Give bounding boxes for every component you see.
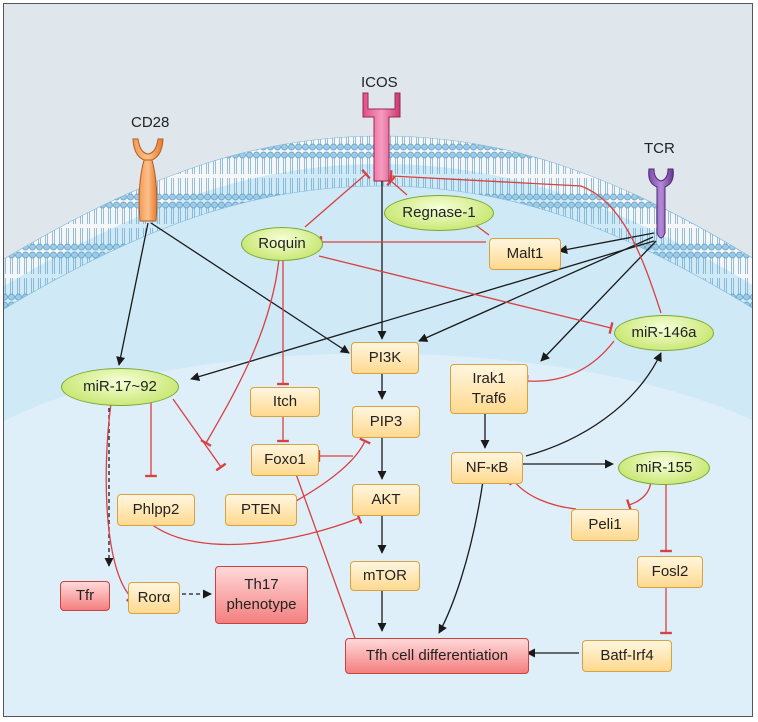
itch-node: Itch [250,387,320,417]
pip3-node: PIP3 [352,406,420,438]
th17-label: Th17 [244,575,279,593]
tfr-node: Tfr [60,581,110,611]
th17-phenotype-node: Th17 phenotype [215,566,308,624]
foxo1-node: Foxo1 [251,444,319,476]
phlpp2-node: Phlpp2 [117,494,195,526]
icos-receptor [362,92,401,182]
tcr-label: TCR [644,140,675,157]
malt1-node: Malt1 [489,238,561,270]
tcr-receptor [648,168,674,239]
mtor-node: mTOR [350,561,420,591]
pi3k-node: PI3K [351,342,419,374]
cd28-label: CD28 [131,114,170,131]
cytoplasm-fade [4,353,752,716]
regnase1-node: Regnase-1 [384,195,494,231]
irak1-traf6-node: Irak1 Traf6 [450,364,528,414]
rora-node: Rorα [128,582,180,614]
mir155-node: miR-155 [618,451,710,485]
tfh-differentiation-node: Tfh cell differentiation [345,638,529,674]
batf-irf4-node: Batf-Irf4 [582,640,672,672]
nfkb-node: NF-κB [451,452,523,484]
fosl2-node: Fosl2 [637,556,703,588]
diagram-frame: CD28 ICOS TCR Regnase-1 Roquin Malt1 miR… [3,3,753,717]
cd28-receptor [132,138,164,222]
roquin-node: Roquin [241,227,323,261]
irak1-label: Irak1 [472,369,506,387]
peli1-node: Peli1 [571,509,639,541]
akt-node: AKT [352,484,420,516]
mir146a-node: miR-146a [614,315,714,351]
traf6-label: Traf6 [471,390,507,407]
pten-node: PTEN [225,494,297,526]
icos-label: ICOS [361,74,398,91]
cell-membrane [4,135,752,310]
phenotype-label: phenotype [226,596,297,613]
mir1792-node: miR-17~92 [61,368,179,406]
